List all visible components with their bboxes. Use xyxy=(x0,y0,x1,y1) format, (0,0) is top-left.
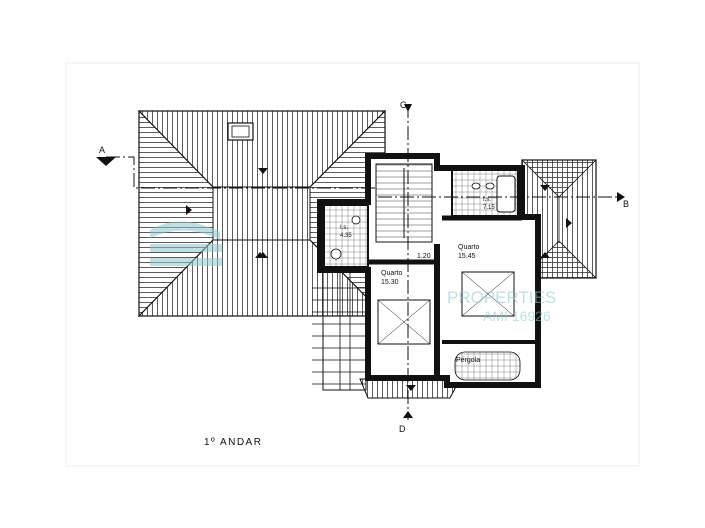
section-marker-b: B xyxy=(617,192,629,209)
room-labels: Quarto 15.30 Quarto 15.45 I.s. 7.15 I.s.… xyxy=(340,197,495,364)
section-marker-b-label: B xyxy=(623,199,629,209)
room-name-wc-1: I.s. xyxy=(483,197,491,203)
watermark-line1: PROPERTIES xyxy=(447,288,556,307)
floor-title: 1º ANDAR xyxy=(204,437,262,448)
watermark: PROPERTIES AMI 16926 xyxy=(150,221,556,324)
room-area-wc-1: 7.15 xyxy=(483,205,495,211)
section-marker-a-label: A xyxy=(99,145,105,155)
room-area-quarto-1: 15.30 xyxy=(381,279,399,286)
room-name-wc-2: I.s. xyxy=(340,225,348,231)
room-area-quarto-2: 15.45 xyxy=(458,253,476,260)
section-marker-a: A xyxy=(96,145,116,166)
room-name-quarto-1: Quarto xyxy=(381,270,403,277)
terrace-label: Pérgola xyxy=(456,357,480,364)
section-marker-d-label: D xyxy=(399,424,406,434)
drawing-frame xyxy=(65,62,640,467)
section-lines xyxy=(106,104,622,420)
section-marker-c: C xyxy=(400,100,412,112)
section-marker-d: D xyxy=(399,411,413,434)
room-area-hall: 1.20 xyxy=(417,253,431,260)
room-name-quarto-2: Quarto xyxy=(458,244,480,251)
room-area-wc-2: 4.35 xyxy=(340,233,352,239)
watermark-line2: AMI 16926 xyxy=(483,308,551,324)
house-logo-icon xyxy=(150,221,222,266)
section-marker-c-label: C xyxy=(400,100,407,110)
building-walls xyxy=(317,153,541,388)
